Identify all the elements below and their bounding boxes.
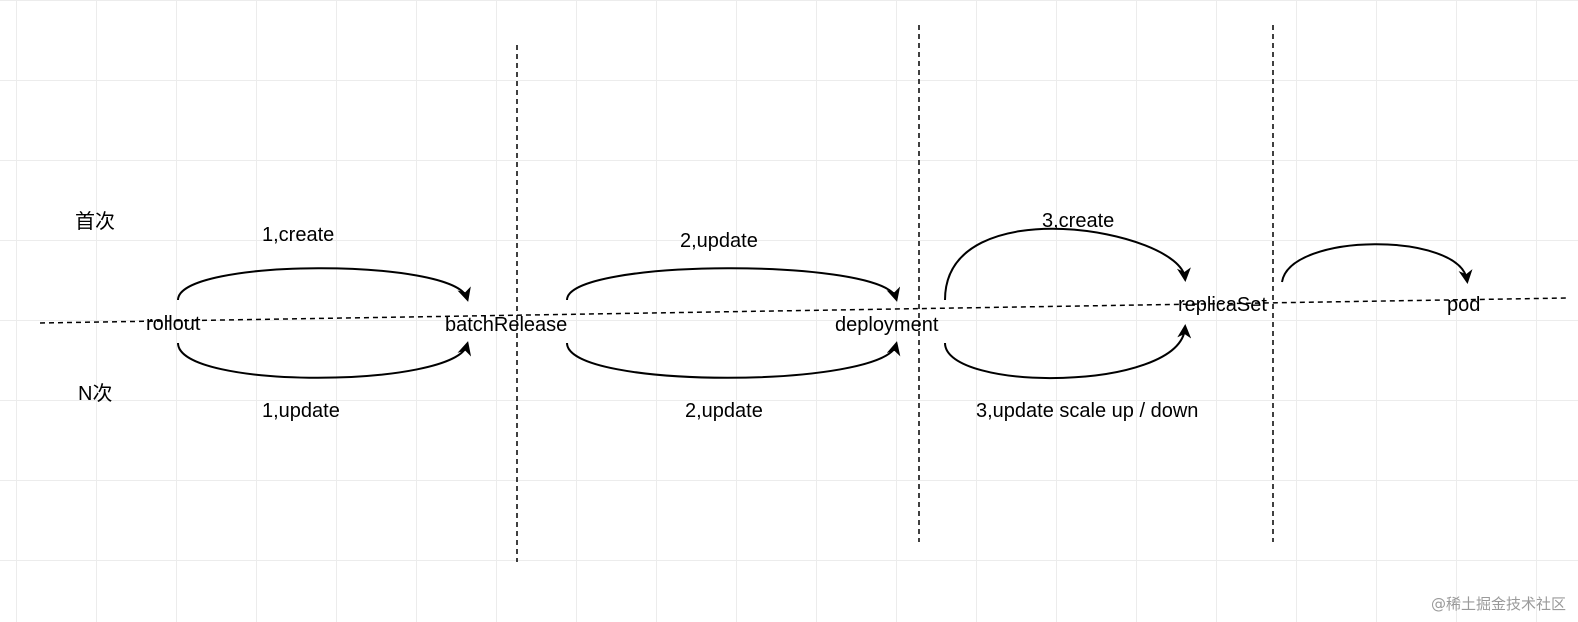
baseline xyxy=(39,297,1569,324)
edge-label-top-2: 2,update xyxy=(680,230,758,252)
edge-label-bottom-3: 3,update scale up / down xyxy=(976,400,1199,422)
edge-bottom-1 xyxy=(177,341,471,379)
node-pod: pod xyxy=(1447,294,1481,316)
edge-label-top-3: 3,create xyxy=(1042,210,1115,232)
edge-top-2 xyxy=(566,267,901,302)
edge-label-bottom-1: 1,update xyxy=(262,400,340,422)
edge-top-4 xyxy=(1281,243,1473,284)
node-deployment: deployment xyxy=(835,314,939,336)
row-label-nth: N次 xyxy=(78,383,113,405)
edge-label-top-1: 1,create xyxy=(262,224,335,246)
node-rollout: rollout xyxy=(146,313,201,335)
row-label-first: 首次 xyxy=(75,211,115,233)
watermark: @稀土掘金技术社区 xyxy=(1430,595,1566,613)
edge-top-3 xyxy=(944,227,1191,301)
edge-top-1 xyxy=(177,267,471,302)
edge-label-bottom-2: 2,update xyxy=(685,400,763,422)
edge-bottom-2 xyxy=(566,341,901,379)
edge-bottom-3 xyxy=(944,324,1192,380)
node-batchrelease: batchRelease xyxy=(445,314,568,336)
node-replicaset: replicaSet xyxy=(1178,294,1267,316)
